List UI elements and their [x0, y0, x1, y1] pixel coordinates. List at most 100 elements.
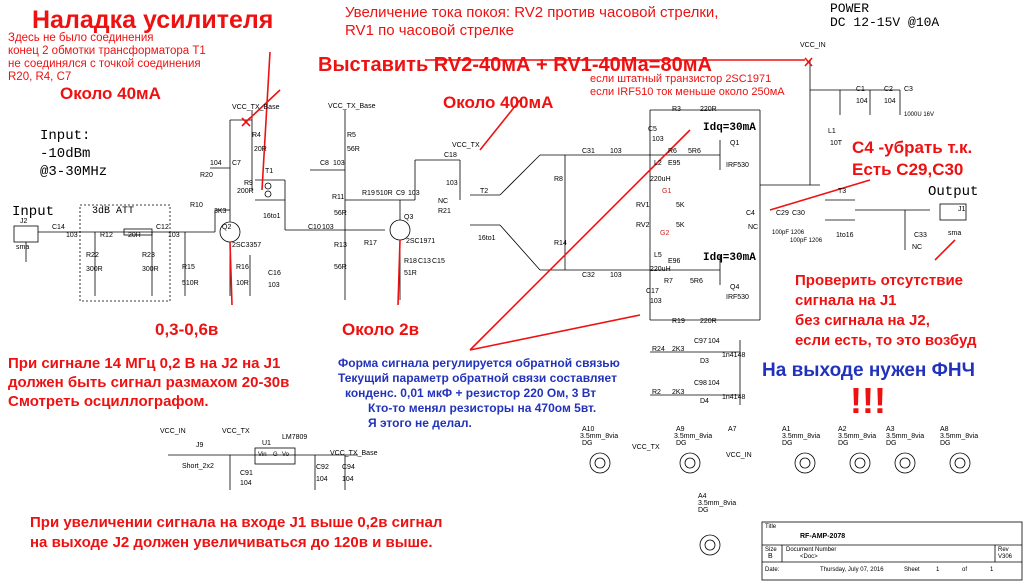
- c10-ref: C10: [308, 224, 321, 231]
- r5-ref: R5: [347, 132, 356, 139]
- c94-val: 104: [342, 476, 354, 483]
- a2-ref: A2: [838, 426, 847, 433]
- r4-ref: R4: [252, 132, 261, 139]
- rv2-val: 5K: [676, 222, 685, 229]
- d3-ref: D3: [700, 358, 709, 365]
- a10-dg: DG: [582, 440, 593, 447]
- c30-val: 100pF 1206: [790, 238, 823, 244]
- feedback-line5: Я этого не делал.: [368, 416, 472, 430]
- c18-ref: C18: [444, 152, 457, 159]
- c18-val: 103: [446, 180, 458, 187]
- c17-val: 103: [650, 298, 662, 305]
- tb-docnum: <Doc>: [800, 554, 818, 560]
- vcc-in-1: VCC_IN: [800, 42, 826, 49]
- input-label: Input: [12, 204, 55, 220]
- output-label: Output: [928, 184, 979, 200]
- r6-val: 5R6: [688, 148, 701, 155]
- c31-ref: C31: [582, 148, 595, 155]
- c13-ref: C13: [418, 258, 431, 265]
- c32-val: 103: [610, 272, 622, 279]
- c92-ref: C92: [316, 464, 329, 471]
- check-j1-line3: без сигнала на J2,: [795, 312, 930, 329]
- r5-val: 56R: [347, 146, 360, 153]
- c4-ref: C4: [746, 210, 755, 217]
- a3-ref: A3: [886, 426, 895, 433]
- q2-ref: Q2: [222, 224, 232, 231]
- vcc-tx-1: VCC_TX: [452, 142, 480, 149]
- vcc-tx-base-2: VCC_TX_Base: [328, 103, 376, 110]
- c30-ref: C30: [792, 210, 805, 217]
- r13-val: 56R: [334, 264, 347, 271]
- r23-ref: R23: [142, 252, 155, 259]
- r6-ref: R6: [668, 148, 677, 155]
- c2-val: 104: [884, 98, 896, 105]
- r19-val: 220R: [700, 318, 717, 325]
- dc-label: DC 12-15V @10A: [830, 15, 940, 30]
- r11-ref: R11: [332, 194, 345, 201]
- c92-val: 104: [316, 476, 328, 483]
- r3-ref: R3: [672, 106, 681, 113]
- tb-sheet: 1: [936, 567, 940, 573]
- tb-title-label: Title: [765, 524, 777, 530]
- r19a-ref: R19: [362, 190, 375, 197]
- q4-val: IRF530: [726, 294, 749, 301]
- tb-size: B: [768, 553, 773, 560]
- q4-ref: Q4: [730, 284, 740, 291]
- rv1-ref: RV1: [636, 202, 650, 209]
- a10-ref: A10: [582, 426, 595, 433]
- note-t1-line3: не соединялся с точкой соединения: [8, 58, 201, 70]
- c5-val: 103: [652, 136, 664, 143]
- signal-14mhz-line3: Смотреть осциллографом.: [8, 393, 209, 410]
- idq2-label: Idq=30mA: [703, 252, 756, 264]
- r2-ref: R2: [652, 389, 661, 396]
- a8-dg: DG: [940, 440, 951, 447]
- c1-val: 104: [856, 98, 868, 105]
- a9-ref: A9: [676, 426, 685, 433]
- a2-val: 3.5mm_8via: [838, 433, 877, 440]
- c12-ref: C12: [156, 224, 169, 231]
- c91-ref: C91: [240, 470, 253, 477]
- c12-val: 103: [168, 232, 180, 239]
- r24-val: 2K3: [672, 346, 685, 353]
- c3-val: 1000U 16V: [904, 112, 935, 118]
- j1-ref: J1: [958, 206, 966, 213]
- u1-val: LM7809: [282, 434, 308, 441]
- c98-ref: C98: [694, 380, 707, 387]
- c29-ref: C29: [776, 210, 789, 217]
- tb-sheets: 1: [990, 567, 994, 573]
- r23-val: 300R: [142, 266, 159, 273]
- r15-ref: R15: [182, 264, 195, 271]
- input-spec-line3: @3-30MHz: [40, 164, 108, 180]
- tb-docnum-label: Document Number: [786, 547, 837, 553]
- r22-ref: R22: [86, 252, 99, 259]
- note-t1-line4: R20, R4, C7: [8, 71, 72, 83]
- input-spec-line1: Input:: [40, 128, 91, 144]
- j1-sma: sma: [948, 230, 962, 237]
- r7-val: 5R6: [690, 278, 703, 285]
- r7-ref: R7: [664, 278, 673, 285]
- a8-val: 3.5mm_8via: [940, 433, 979, 440]
- att-label: 3dB ATT: [92, 206, 135, 217]
- a1-ref: A1: [782, 426, 791, 433]
- exclaim-marks: !!!: [850, 380, 886, 421]
- r11-val: 56R: [334, 210, 347, 217]
- c9-ref: C9: [396, 190, 405, 197]
- c7-val: 104: [210, 160, 222, 167]
- vcc-tx-3: VCC_TX: [632, 444, 660, 451]
- j2-ref: J2: [20, 218, 28, 225]
- a9-val: 3.5mm_8via: [674, 433, 713, 440]
- l5-val: 220uH: [650, 266, 671, 273]
- t3-val: 1to16: [836, 232, 854, 239]
- r18-val: 51R: [404, 270, 417, 277]
- c8-ref: C8: [320, 160, 329, 167]
- q3-val: 2SC1971: [406, 238, 436, 245]
- c8-val: 103: [333, 160, 345, 167]
- r3-val: 220R: [700, 106, 717, 113]
- check-j1-line1: Проверить отсутствие: [795, 272, 964, 289]
- u1-vo: Vo: [282, 452, 290, 458]
- tb-date: Thursday, July 07, 2016: [820, 567, 884, 573]
- r10-val: 3K3: [214, 208, 227, 215]
- r19a-val: 510R: [376, 190, 393, 197]
- tb-date-label: Date:: [765, 567, 780, 573]
- g2-ref: G2: [660, 230, 670, 237]
